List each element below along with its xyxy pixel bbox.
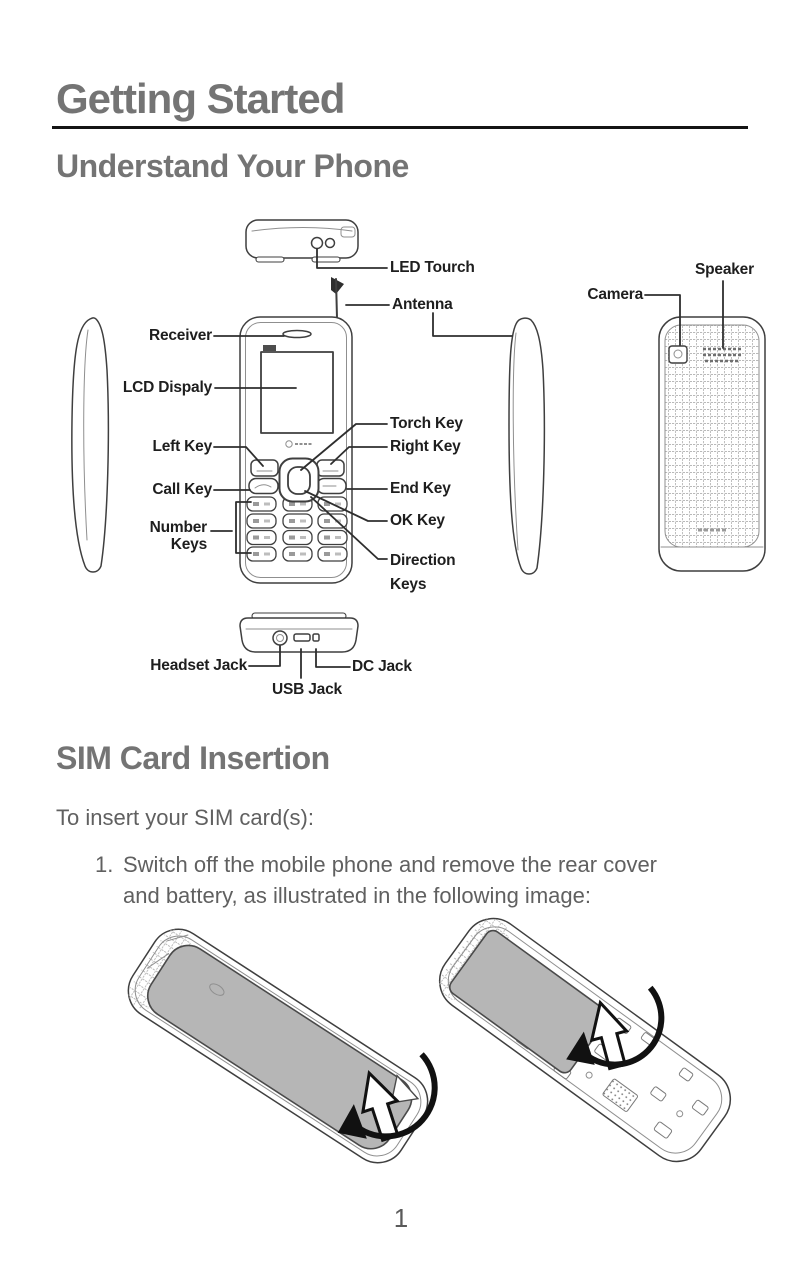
right-soft-key bbox=[316, 459, 345, 477]
phone-front-view bbox=[239, 316, 353, 584]
label-call-key: Call Key bbox=[152, 481, 212, 498]
illustration-remove-battery bbox=[438, 917, 732, 1163]
step-text-line-2: and battery, as illustrated in the follo… bbox=[123, 883, 591, 908]
step-text-line-1: Switch off the mobile phone and remove t… bbox=[123, 852, 658, 877]
usb-jack-port bbox=[293, 633, 311, 642]
label-receiver: Receiver bbox=[148, 327, 212, 344]
phone-side-view-left bbox=[71, 317, 110, 573]
page-number: 1 bbox=[393, 1203, 409, 1233]
step-text: Switch off the mobile phone and remove t… bbox=[123, 849, 657, 911]
antenna-mark bbox=[331, 277, 344, 319]
led-torch-lens bbox=[310, 236, 324, 250]
left-soft-key bbox=[250, 459, 279, 477]
label-number-keys: Number Keys bbox=[149, 519, 208, 553]
title-rule bbox=[52, 126, 748, 129]
phone-bottom-view bbox=[239, 612, 359, 653]
label-left-key: Left Key bbox=[152, 438, 212, 455]
nav-ring bbox=[278, 457, 320, 503]
battery bbox=[448, 929, 609, 1074]
camera-lens bbox=[668, 345, 688, 364]
phone-top-view bbox=[245, 219, 359, 263]
label-headset-jack: Headset Jack bbox=[150, 657, 247, 674]
section-heading-understand: Understand Your Phone bbox=[56, 148, 409, 184]
label-speaker: Speaker bbox=[695, 261, 754, 278]
speaker-grille bbox=[703, 347, 741, 363]
label-torch-key: Torch Key bbox=[390, 415, 463, 432]
rotate-arrow bbox=[337, 1052, 438, 1140]
sim-intro: To insert your SIM card(s): bbox=[56, 805, 314, 830]
call-key bbox=[248, 477, 279, 495]
lift-arrow bbox=[361, 1069, 400, 1143]
receiver-slot bbox=[282, 329, 312, 339]
label-usb-jack: USB Jack bbox=[272, 681, 342, 698]
dc-jack-port bbox=[312, 633, 320, 642]
rotate-arrow bbox=[566, 985, 665, 1068]
label-dc-jack: DC Jack bbox=[352, 658, 412, 675]
phone-back-view bbox=[658, 316, 766, 572]
leader-lines bbox=[210, 248, 724, 679]
illustration-remove-cover bbox=[127, 928, 438, 1164]
label-lcd-display: LCD Dispaly bbox=[122, 379, 212, 396]
label-end-key: End Key bbox=[390, 480, 451, 497]
label-camera: Camera bbox=[587, 286, 643, 303]
headset-jack-port bbox=[272, 630, 288, 646]
label-led-torch: LED Tourch bbox=[390, 259, 475, 276]
lift-arrow bbox=[589, 999, 630, 1071]
lcd-screen bbox=[260, 351, 334, 434]
section-heading-sim: SIM Card Insertion bbox=[56, 740, 330, 776]
sim-step-1: 1. Switch off the mobile phone and remov… bbox=[95, 849, 657, 911]
rear-cover bbox=[146, 944, 413, 1150]
label-right-key: Right Key bbox=[390, 438, 461, 455]
phone-side-view-right bbox=[508, 317, 546, 575]
label-ok-key: OK Key bbox=[390, 512, 445, 529]
label-direction-keys: Direction Keys bbox=[390, 552, 456, 593]
page-title: Getting Started bbox=[56, 75, 345, 122]
label-antenna: Antenna bbox=[392, 296, 453, 313]
step-number: 1. bbox=[95, 852, 114, 877]
